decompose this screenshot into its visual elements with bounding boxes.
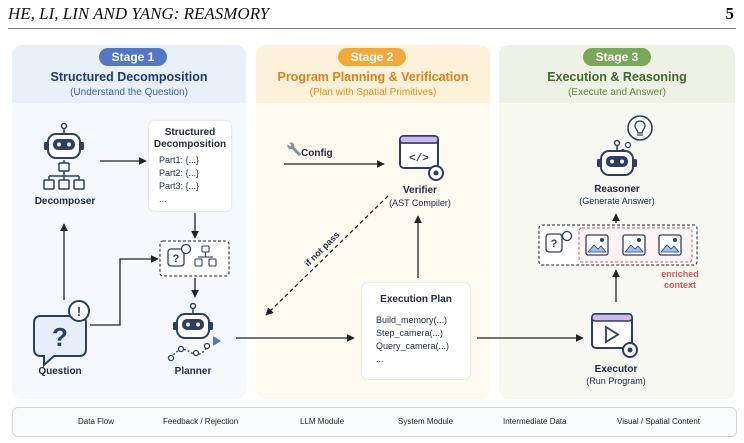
verifier-label: Verifier xyxy=(403,185,437,196)
legend-system-module: System Module xyxy=(398,417,454,426)
lightbulb-icon xyxy=(620,115,653,154)
header-rule xyxy=(8,28,736,29)
planner-path-icon xyxy=(167,336,221,362)
legend-llm-module: LLM Module xyxy=(300,417,345,426)
structured-decomposition-box: Structured Decomposition Part1: {...} Pa… xyxy=(149,121,231,211)
stage3-subtitle: (Execute and Answer) xyxy=(568,87,666,98)
stage2-title: Program Planning & Verification xyxy=(277,70,469,84)
legend-data-flow: Data Flow xyxy=(78,417,115,426)
stage1-subtitle: (Understand the Question) xyxy=(70,87,188,98)
planner-robot-icon xyxy=(172,302,214,339)
verifier-sublabel: (AST Compiler) xyxy=(389,198,451,208)
sd-line: Part1: {...} xyxy=(159,155,200,165)
running-header: HE, LI, LIN AND YANG: REASMORY xyxy=(8,4,270,23)
reasoner-sublabel: (Generate Answer) xyxy=(579,196,655,206)
sd-line: Part2: {...} xyxy=(159,168,200,178)
question-icon: ? ! xyxy=(33,300,90,368)
execution-plan-box: Execution Plan Build_memory(...) Step_ca… xyxy=(362,283,470,379)
stage2-pill: Stage 2 xyxy=(338,48,406,66)
enriched-word: enriched xyxy=(661,269,699,279)
svg-text:!: ! xyxy=(77,304,81,319)
legend-intermediate-data: Intermediate Data xyxy=(503,417,567,426)
enriched-context-label: enriched context xyxy=(650,269,710,291)
sd-lines: Part1: {...} Part2: {...} Part3: {...} .… xyxy=(149,151,231,206)
reasoner-label: Reasoner xyxy=(594,184,640,195)
image-icon-3 xyxy=(658,234,682,256)
plan-title: Execution Plan xyxy=(380,294,452,305)
context-word: context xyxy=(663,280,696,290)
plan-line: Query_camera(...) xyxy=(376,341,450,351)
page-number: 5 xyxy=(725,4,735,23)
question-label: Question xyxy=(38,366,82,377)
hierarchy-mini-icon xyxy=(194,245,217,267)
svg-text:?: ? xyxy=(173,253,180,265)
svg-text:</>: </> xyxy=(409,153,429,165)
config-label: Config xyxy=(301,148,333,159)
question-mini-icon: ? xyxy=(167,243,192,267)
question-context-icon: ? xyxy=(545,230,573,253)
sd-title-1: Structured xyxy=(164,127,216,138)
plan-line: ... xyxy=(376,354,384,364)
executor-sublabel: (Run Program) xyxy=(586,376,646,386)
sd-line: Part3: {...} xyxy=(159,181,200,191)
hierarchy-icon xyxy=(43,160,85,190)
sd-title-2: Decomposition xyxy=(153,139,227,150)
legend xyxy=(12,407,737,437)
planner-label: Planner xyxy=(174,366,212,377)
decomposer-robot-icon xyxy=(43,122,85,159)
image-icon-2 xyxy=(622,234,646,256)
decomposer-label: Decomposer xyxy=(34,196,96,207)
legend-feedback: Feedback / Rejection xyxy=(163,417,239,426)
sd-line: ... xyxy=(159,194,167,204)
executor-play-window-icon xyxy=(591,313,638,358)
svg-text:?: ? xyxy=(551,238,558,250)
wrench-icon xyxy=(287,142,302,157)
image-icon-1 xyxy=(585,234,609,256)
plan-line: Step_camera(...) xyxy=(376,328,444,338)
stage3-pill: Stage 3 xyxy=(583,48,651,66)
stage3-title: Execution & Reasoning xyxy=(547,70,687,84)
stage2-subtitle: (Plan with Spatial Primitives) xyxy=(309,87,437,98)
legend-visual-content: Visual / Spatial Content xyxy=(617,417,701,426)
stage1-title: Structured Decomposition xyxy=(50,70,208,84)
svg-text:?: ? xyxy=(52,322,68,352)
verifier-code-window-icon: </> xyxy=(399,135,444,181)
stage1-pill: Stage 1 xyxy=(99,48,167,66)
plan-lines: Build_memory(...) Step_camera(...) Query… xyxy=(362,305,470,366)
plan-line: Build_memory(...) xyxy=(376,315,448,325)
executor-label: Executor xyxy=(594,364,638,375)
